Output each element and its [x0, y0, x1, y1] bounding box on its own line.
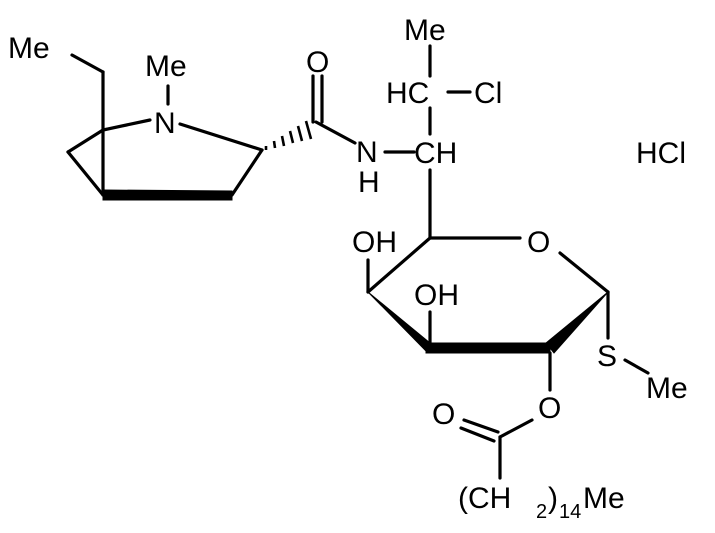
ring-c4-n-bond: [101, 118, 152, 132]
sulfur-label: S: [597, 340, 617, 373]
hashed-wedge-bond: [264, 120, 313, 150]
n-methyl-me-label: Me: [145, 50, 187, 83]
ring-bold-bond: [102, 189, 233, 201]
side-chain: [428, 44, 472, 240]
chain-sub-2-label: 2: [536, 501, 547, 523]
chiral-hc-label: HC: [386, 77, 429, 110]
ring-bold-c3-c2: [425, 342, 551, 354]
ester-group: [459, 418, 534, 480]
chain-me-label: Me: [583, 482, 625, 515]
ethyl-me-label: Me: [8, 32, 50, 65]
chain-sub-14-label: 14: [559, 501, 581, 523]
ring-c5-bond: [66, 128, 105, 154]
ester-carbonyl-o-label: O: [432, 398, 455, 431]
s-me-bond: [623, 358, 650, 375]
ester-double-bond-a: [462, 418, 500, 434]
s-methyl-me-label: Me: [646, 372, 688, 405]
ch-label: CH: [414, 137, 457, 170]
amide-h-label: H: [358, 166, 380, 199]
chain-open-label: (CH: [458, 482, 511, 515]
ring-n-c2-bond: [178, 122, 264, 152]
amide-group: [311, 74, 416, 154]
ring-wedge-c2-c1: [545, 291, 609, 354]
ester-double-bond-b: [459, 426, 496, 443]
ring-o-label: O: [527, 226, 550, 259]
pyrrolidine-ring: [66, 53, 264, 201]
o-carbonyl-bond: [498, 418, 534, 439]
hcl-label: HCl: [636, 137, 686, 170]
carbonyl-o-label: O: [306, 46, 329, 79]
ring-c2-c3-bond: [230, 148, 264, 197]
chain-close-label: ): [548, 482, 558, 515]
ethyl-bond-1: [70, 53, 105, 74]
chloro-label: Cl: [474, 77, 502, 110]
oh-1-label: OH: [352, 226, 397, 259]
ring-o-c1-bond: [558, 251, 610, 294]
amide-n-label: N: [356, 136, 378, 169]
ester-o-label: O: [538, 392, 561, 425]
pyranose-ring: [366, 236, 610, 392]
top-me-label: Me: [404, 14, 446, 47]
ring-c5-c4-bond: [366, 236, 432, 294]
carbonyl-n-bond: [314, 120, 357, 145]
oh-2-label: OH: [414, 279, 459, 312]
ring-c5-c4-bond: [66, 150, 105, 197]
ring-n-label: N: [154, 107, 176, 140]
